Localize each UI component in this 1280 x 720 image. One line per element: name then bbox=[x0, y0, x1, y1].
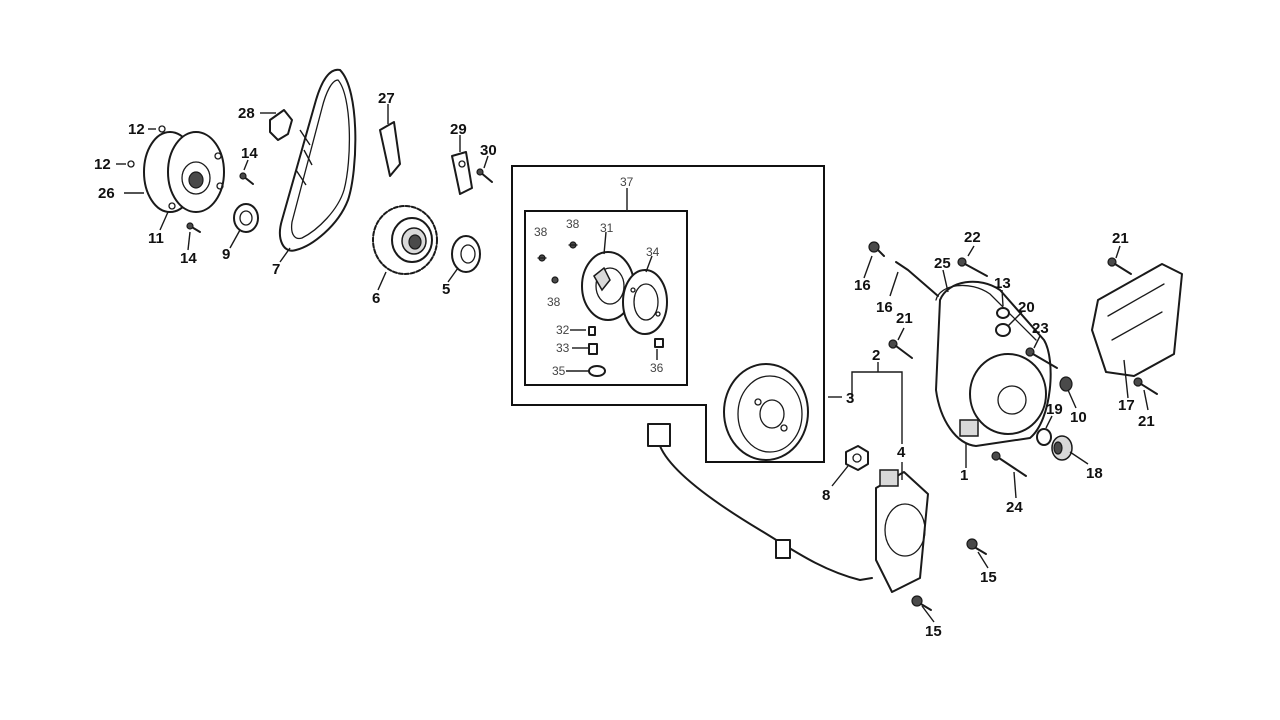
callout-10: 10 bbox=[1070, 409, 1087, 426]
bolt-part-15 bbox=[911, 538, 987, 611]
nut-part-8 bbox=[845, 445, 869, 471]
callout-11: 11 bbox=[148, 230, 164, 247]
callout-18: 18 bbox=[1086, 465, 1103, 482]
starter-pulley-part-11 bbox=[143, 131, 225, 213]
callout-24: 24 bbox=[1006, 499, 1023, 516]
callout-2: 2 bbox=[872, 347, 880, 364]
callout-15: 15 bbox=[925, 623, 942, 640]
seal-part-9 bbox=[233, 203, 259, 233]
callout-14: 14 bbox=[180, 250, 197, 267]
callout-26: 26 bbox=[98, 185, 115, 202]
plug-part-10 bbox=[1059, 376, 1073, 392]
guide-part-27 bbox=[379, 121, 401, 177]
callout-labels: 12 12 26 11 14 14 9 28 7 27 6 29 30 5 37… bbox=[94, 90, 1155, 640]
bolt-part-21 bbox=[888, 257, 1158, 395]
callout-34: 34 bbox=[646, 245, 660, 259]
stator-harness-part-4 bbox=[647, 423, 929, 593]
callout-19: 19 bbox=[1046, 401, 1063, 418]
cover-part-1 bbox=[935, 280, 1052, 447]
washer-part-12 bbox=[127, 125, 166, 168]
callout-23: 23 bbox=[1032, 320, 1049, 337]
clip-part-28 bbox=[269, 109, 293, 141]
callout-20: 20 bbox=[1018, 299, 1035, 316]
callout-9: 9 bbox=[222, 246, 230, 263]
callout-38: 38 bbox=[534, 225, 548, 239]
flywheel-part-3 bbox=[723, 363, 809, 461]
callout-21: 21 bbox=[1112, 230, 1129, 247]
callout-16: 16 bbox=[854, 277, 871, 294]
seal-part-20 bbox=[995, 323, 1011, 337]
callout-32: 32 bbox=[556, 323, 570, 337]
callout-8: 8 bbox=[822, 487, 830, 504]
callout-27: 27 bbox=[378, 90, 395, 107]
bearing-part-5 bbox=[451, 235, 481, 273]
gasket-part-34 bbox=[622, 269, 668, 335]
callout-16: 16 bbox=[876, 299, 893, 316]
shield-part-17 bbox=[1091, 263, 1183, 377]
leader-lines bbox=[116, 104, 1149, 623]
callout-7: 7 bbox=[272, 261, 280, 278]
cap-part-18 bbox=[1051, 435, 1073, 461]
callout-17: 17 bbox=[1118, 397, 1135, 414]
drive-belt-part-7 bbox=[278, 68, 357, 252]
bolt-part-30 bbox=[476, 168, 493, 183]
callout-25: 25 bbox=[934, 255, 951, 272]
callout-13: 13 bbox=[994, 275, 1011, 292]
sprocket-part-6 bbox=[372, 205, 438, 275]
bolt-part-16 bbox=[868, 241, 939, 297]
bracket-part-29 bbox=[451, 151, 473, 195]
group-outline-part-37 bbox=[524, 210, 688, 386]
callout-35: 35 bbox=[552, 364, 566, 378]
bolt-part-22 bbox=[957, 257, 988, 277]
callout-30: 30 bbox=[480, 142, 497, 159]
callout-36: 36 bbox=[650, 361, 664, 375]
callout-4: 4 bbox=[897, 444, 906, 461]
callout-12: 12 bbox=[128, 121, 145, 138]
callout-38: 38 bbox=[566, 217, 580, 231]
callout-3: 3 bbox=[846, 390, 854, 407]
callout-6: 6 bbox=[372, 290, 380, 307]
callout-29: 29 bbox=[450, 121, 467, 138]
callout-38: 38 bbox=[547, 295, 561, 309]
bolt-part-23 bbox=[1025, 347, 1058, 369]
bolt-part-14 bbox=[186, 172, 254, 233]
callout-31: 31 bbox=[600, 221, 614, 235]
callout-21: 21 bbox=[1138, 413, 1155, 430]
callout-22: 22 bbox=[964, 229, 981, 246]
bolt-part-24 bbox=[991, 451, 1027, 477]
oring-part-19 bbox=[1036, 428, 1052, 446]
callout-14: 14 bbox=[241, 145, 258, 162]
callout-1: 1 bbox=[960, 467, 968, 484]
callout-21: 21 bbox=[896, 310, 913, 327]
callout-33: 33 bbox=[556, 341, 570, 355]
seal-part-13 bbox=[996, 307, 1010, 319]
callout-5: 5 bbox=[442, 281, 450, 298]
callout-28: 28 bbox=[238, 105, 255, 122]
callout-15: 15 bbox=[980, 569, 997, 586]
callout-12: 12 bbox=[94, 156, 111, 173]
callout-37: 37 bbox=[620, 175, 634, 189]
group-outline-part-3 bbox=[511, 165, 825, 463]
